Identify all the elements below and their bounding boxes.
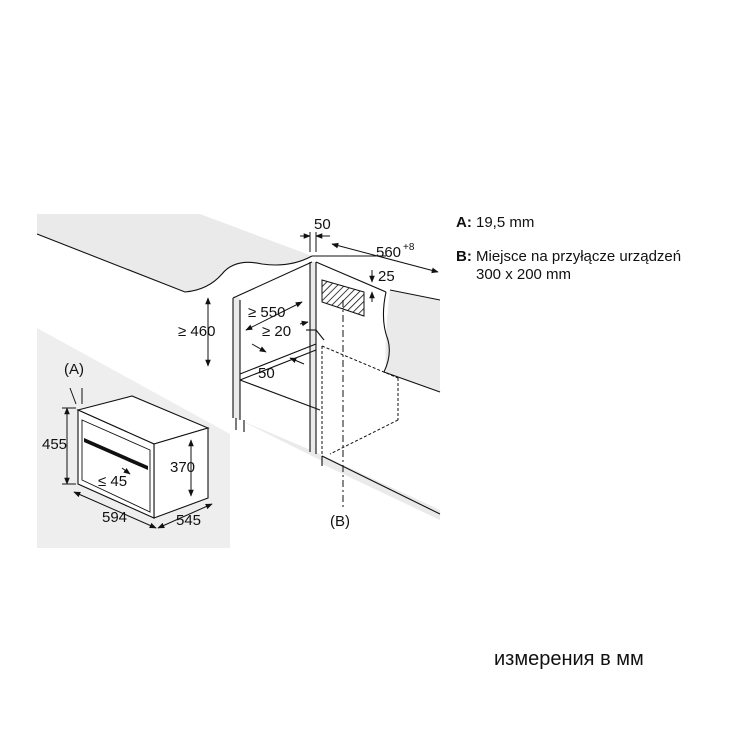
dim-560: 560 (376, 244, 401, 261)
legend-a-text: 19,5 mm (476, 214, 535, 231)
dim-20: ≥ 20 (262, 323, 291, 340)
legend-a: A: 19,5 mm (456, 214, 534, 232)
dim-460: ≥ 460 (178, 323, 215, 340)
niche-dimension-lines (205, 232, 439, 367)
dim-370: 370 (170, 459, 195, 476)
niche-structure (232, 261, 441, 515)
legend-a-key: A: (456, 214, 472, 231)
dim-45: ≤ 45 (98, 473, 127, 490)
appliance-dimension-lines (62, 387, 213, 529)
dim-550: ≥ 550 (248, 304, 285, 321)
dim-545: 545 (176, 512, 201, 529)
callout-b: (B) (330, 513, 350, 530)
dim-455: 455 (42, 436, 67, 453)
dim-594: 594 (102, 509, 127, 526)
dim-50-bottom: 50 (258, 365, 275, 382)
appliance (76, 395, 210, 519)
legend-b-line2: 300 x 200 mm (476, 266, 572, 283)
legend-b: B: Miejsce na przyłącze urządzeń 300 x 2… (456, 248, 681, 284)
background-planes (37, 214, 440, 548)
dim-50-top: 50 (314, 216, 331, 233)
connection-area (321, 279, 365, 317)
hidden-edges (321, 345, 399, 456)
legend-b-line1: Miejsce na przyłącze urządzeń (476, 248, 682, 265)
dim-560-tolerance: +8 (403, 242, 415, 253)
legend-b-key: B: (456, 248, 472, 265)
dim-25: 25 (378, 268, 395, 285)
units-note: измерения в мм (494, 648, 644, 670)
callout-a: (A) (64, 361, 84, 378)
